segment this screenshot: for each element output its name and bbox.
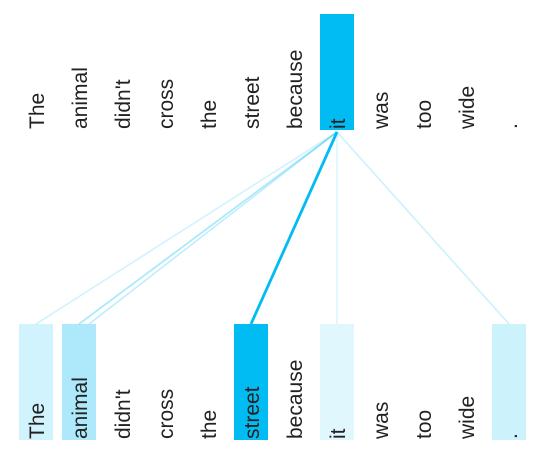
top-highlight-it-7 bbox=[320, 14, 354, 130]
top-token-the-4[interactable]: the bbox=[198, 100, 221, 129]
top-token-street-5[interactable]: street bbox=[241, 76, 264, 129]
top-token-wide-10[interactable]: wide bbox=[456, 86, 479, 130]
bottom-token-it-7[interactable]: it bbox=[327, 428, 350, 439]
attention-line-the-0 bbox=[35, 131, 338, 325]
bottom-token-was-8[interactable]: was bbox=[370, 402, 393, 440]
bottom-token-cross-3[interactable]: cross bbox=[155, 389, 178, 439]
bottom-token-period-11[interactable]: . bbox=[499, 433, 522, 439]
bottom-token-row: The animal didn't cross the street because it wa… bbox=[19, 324, 526, 440]
top-token-animal-1[interactable]: animal bbox=[69, 67, 92, 129]
bottom-highlight-it-7 bbox=[320, 324, 354, 440]
attention-line-animal-1 bbox=[78, 131, 338, 325]
attention-line-period-11 bbox=[336, 131, 510, 325]
top-token-the-0[interactable]: The bbox=[26, 93, 49, 129]
bottom-token-the-4[interactable]: the bbox=[198, 410, 221, 439]
top-token-because-6[interactable]: because bbox=[284, 50, 307, 129]
bottom-highlight-street-5 bbox=[234, 324, 268, 440]
bottom-highlight-period-11 bbox=[492, 324, 526, 440]
bottom-token-wide-10[interactable]: wide bbox=[456, 396, 479, 440]
bottom-token-because-6[interactable]: because bbox=[284, 360, 307, 439]
bottom-token-street-5[interactable]: street bbox=[241, 386, 264, 439]
bottom-token-animal-1[interactable]: animal bbox=[69, 377, 92, 439]
bottom-highlight-the-0 bbox=[19, 324, 53, 440]
top-token-row: The animal didn't cross the street because it wa… bbox=[26, 14, 522, 130]
attention-line-street-5 bbox=[249, 131, 339, 325]
top-token-was-8[interactable]: was bbox=[370, 92, 393, 130]
top-token-too-9[interactable]: too bbox=[413, 100, 436, 129]
top-token-it-7[interactable]: it bbox=[327, 118, 350, 129]
bottom-token-too-9[interactable]: too bbox=[413, 410, 436, 439]
top-token-didnt-2[interactable]: didn't bbox=[112, 79, 135, 129]
bottom-highlight-animal-1 bbox=[62, 324, 96, 440]
top-token-period-11[interactable]: . bbox=[499, 123, 522, 129]
bottom-token-didnt-2[interactable]: didn't bbox=[112, 389, 135, 439]
attention-lines bbox=[35, 131, 510, 325]
top-token-cross-3[interactable]: cross bbox=[155, 79, 178, 129]
bottom-token-the-0[interactable]: The bbox=[26, 403, 49, 439]
attention-line-animal-secondary bbox=[88, 131, 338, 325]
